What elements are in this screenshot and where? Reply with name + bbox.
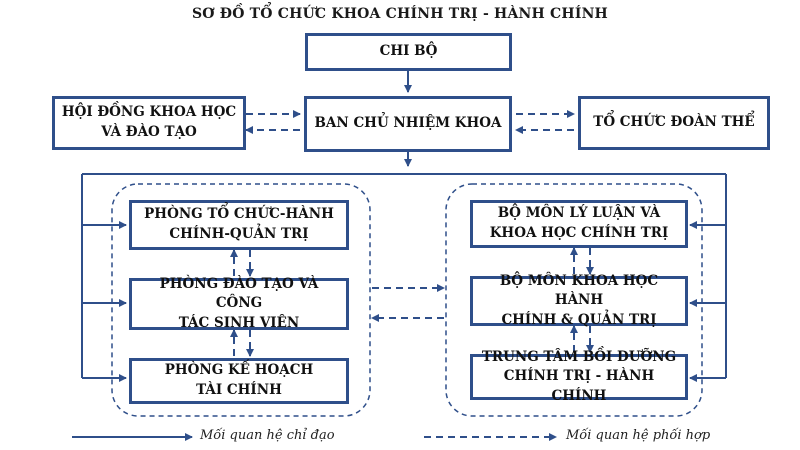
node-phong-kh: PHÒNG KẾ HOẠCH TÀI CHÍNH bbox=[129, 358, 349, 404]
node-chi-bo: CHI BỘ bbox=[305, 33, 512, 71]
node-phong-dt: PHÒNG ĐÀO TẠO VÀ CÔNG TÁC SINH VIÊN bbox=[129, 276, 349, 331]
node-bm-khhc-label: BỘ MÔN KHOA HỌC HÀNH CHÍNH & QUẢN TRỊ bbox=[499, 272, 659, 328]
node-bm-llkh-label: BỘ MÔN LÝ LUẬN VÀ KHOA HỌC CHÍNH TRỊ bbox=[489, 205, 669, 241]
node-bm-khhc: BỘ MÔN KHOA HỌC HÀNH CHÍNH & QUẢN TRỊ bbox=[470, 273, 688, 328]
node-phong-kh-label: PHÒNG KẾ HOẠCH TÀI CHÍNH bbox=[164, 362, 314, 398]
node-hoi-dong: HỘI ĐỒNG KHOA HỌC VÀ ĐÀO TẠO bbox=[52, 96, 246, 150]
node-phong-dt-label: PHÒNG ĐÀO TẠO VÀ CÔNG TÁC SINH VIÊN bbox=[159, 275, 319, 331]
node-phong-tchc-label: PHÒNG TỔ CHỨC-HÀNH CHÍNH-QUẢN TRỊ bbox=[144, 206, 334, 242]
left-group-outline bbox=[111, 183, 371, 417]
node-tt-bd-label: TRUNG TÂM BỒI DƯỠNG CHÍNH TRỊ - HÀNH CHÍ… bbox=[481, 348, 677, 404]
node-to-chuc-doan-the-label: TỔ CHỨC ĐOÀN THỂ bbox=[593, 114, 755, 131]
node-ban-chu-nhiem-label: BAN CHỦ NHIỆM KHOA bbox=[314, 115, 502, 132]
node-bm-llkh: BỘ MÔN LÝ LUẬN VÀ KHOA HỌC CHÍNH TRỊ bbox=[470, 200, 688, 248]
node-tt-bd: TRUNG TÂM BỒI DƯỠNG CHÍNH TRỊ - HÀNH CHÍ… bbox=[470, 349, 688, 404]
legend-direct-label: Mối quan hệ chỉ đạo bbox=[200, 428, 335, 443]
legend-coord-label: Mối quan hệ phối hợp bbox=[566, 428, 711, 443]
node-chi-bo-label: CHI BỘ bbox=[379, 43, 438, 60]
right-group-outline bbox=[445, 183, 703, 417]
node-phong-tchc: PHÒNG TỔ CHỨC-HÀNH CHÍNH-QUẢN TRỊ bbox=[129, 200, 349, 250]
node-hoi-dong-label: HỘI ĐỒNG KHOA HỌC VÀ ĐÀO TẠO bbox=[61, 104, 237, 140]
node-ban-chu-nhiem: BAN CHỦ NHIỆM KHOA bbox=[304, 96, 512, 152]
node-to-chuc-doan-the: TỔ CHỨC ĐOÀN THỂ bbox=[578, 96, 770, 150]
chart-title: SƠ ĐỒ TỔ CHỨC KHOA CHÍNH TRỊ - HÀNH CHÍN… bbox=[191, 6, 608, 22]
